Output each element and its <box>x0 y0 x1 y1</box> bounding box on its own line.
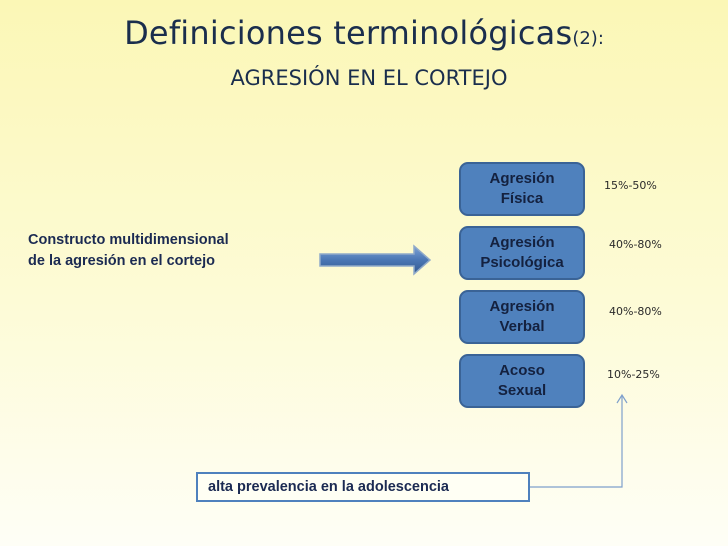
type-box-line-2: Psicológica <box>480 254 564 271</box>
right-arrow-icon <box>319 244 432 276</box>
type-box-fisica: Agresión Física <box>459 162 585 216</box>
prevalence-verbal: 40%-80% <box>609 305 662 318</box>
type-box-line-1: Agresión <box>489 170 555 187</box>
type-box-acoso: Acoso Sexual <box>459 354 585 408</box>
title-main: Definiciones terminológicas <box>124 14 573 52</box>
type-box-line-2: Física <box>500 190 544 207</box>
type-box-line-1: Agresión <box>489 298 555 315</box>
construct-line-1: Constructo multidimensional <box>28 232 229 248</box>
prevalence-psicologica: 40%-80% <box>609 238 662 251</box>
type-box-psicologica: Agresión Psicológica <box>459 226 585 280</box>
type-box-verbal: Agresión Verbal <box>459 290 585 344</box>
type-box-line-2: Sexual <box>497 382 547 399</box>
prevalence-acoso: 10%-25% <box>607 368 660 381</box>
slide-subtitle: AGRESIÓN EN EL CORTEJO <box>230 66 508 90</box>
construct-line-2: de la agresión en el cortejo <box>28 253 215 269</box>
title-suffix: (2): <box>572 28 604 49</box>
prevalence-note-box: alta prevalencia en la adolescencia <box>196 472 530 502</box>
prevalence-fisica: 15%-50% <box>604 179 657 192</box>
type-box-line-2: Verbal <box>499 318 545 335</box>
slide-title: Definiciones terminológicas(2): <box>0 14 728 52</box>
construct-label: Constructo multidimensional de la agresi… <box>28 230 229 272</box>
type-box-line-1: Acoso <box>499 362 545 379</box>
type-box-line-1: Agresión <box>489 234 555 251</box>
